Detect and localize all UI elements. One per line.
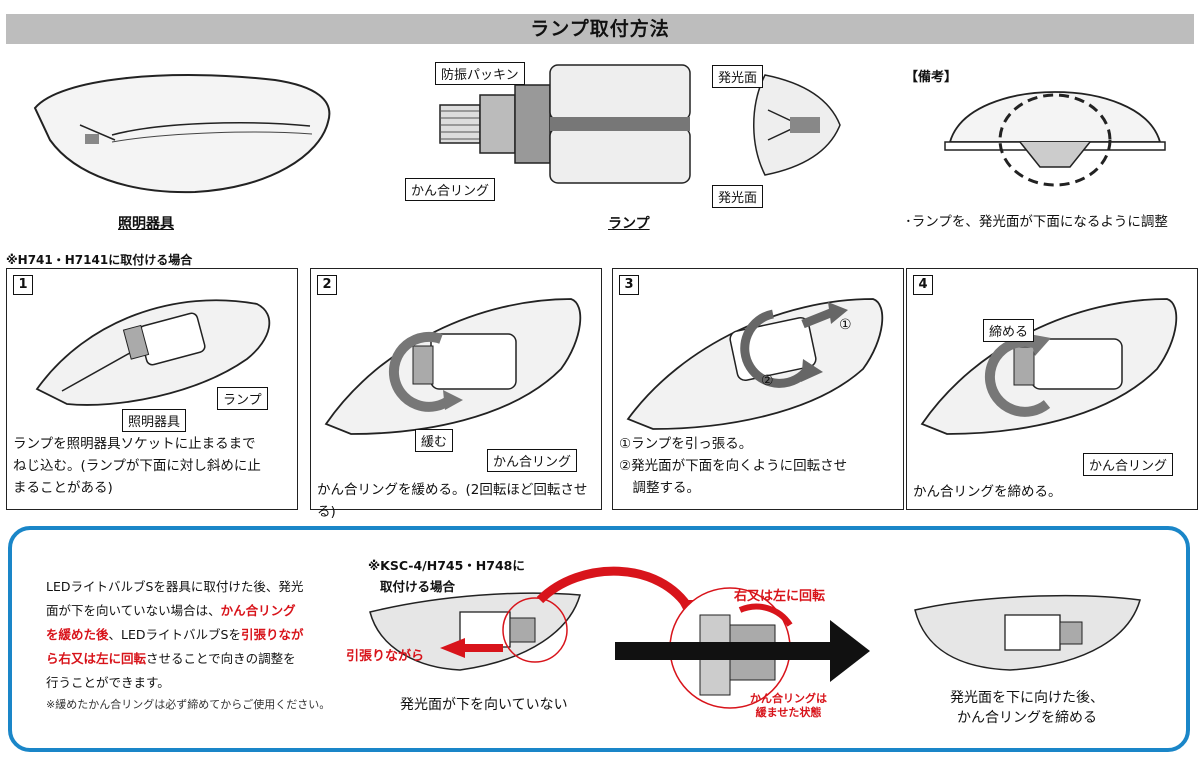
section-note: ※H741・H7141に取付ける場合 (6, 253, 193, 267)
para-line: 行うことができます。 (46, 675, 170, 690)
page-title: ランプ取付方法 (6, 14, 1194, 44)
step-number: 4 (913, 275, 933, 295)
step-1-lamp-label: ランプ (217, 387, 268, 410)
step-number: 3 (619, 275, 639, 295)
step-4-illustration (920, 298, 1178, 435)
remarks-text: ･ランプを、発光面が下面になるように調整 (905, 214, 1168, 230)
para-line: を緩めた後、LEDライトバルブSを引張りなが (46, 627, 304, 642)
remarks-illustration (944, 91, 1166, 187)
caption-right: 発光面を下に向けた後、 かん合リングを締める (950, 690, 1104, 726)
fixture-illustration (33, 74, 331, 194)
caption-left: 発光面が下を向いていない (400, 697, 568, 713)
step-4-panel: 4 締める かん合リング かん合リングを締める。 (906, 268, 1198, 510)
fixture-caption: 照明器具 (118, 216, 174, 232)
step-2-text-line: かん合リングを緩める。(2回転ほど回転させる) (317, 482, 588, 520)
lamp-caption: ランプ (608, 216, 650, 232)
para-line: LEDライトバルブSを器具に取付けた後、発光 (46, 579, 304, 594)
label-emit-bottom: 発光面 (712, 185, 764, 208)
ksc-note-1: ※KSC-4/H745・H748に (368, 558, 525, 573)
step-1-illustration (35, 299, 271, 406)
remarks-title: 【備考】 (905, 70, 958, 85)
step-1-text-line: ランプを照明器具ソケットに止まるまで (13, 436, 256, 452)
step-4-text-line: かん合リングを締める。 (913, 484, 1062, 500)
step-3-text-line: ②発光面が下面を向くように回転させ (619, 458, 848, 474)
step-1-text-line: まることがある) (13, 480, 113, 496)
step-3-illustration (626, 298, 884, 430)
ksc-note-2: 取付ける場合 (380, 579, 456, 594)
adjustment-note-box (8, 526, 1190, 752)
step-2-illustration (324, 298, 582, 435)
step-1-panel: 1 ランプ 照明器具 ランプを照明器具ソケットに止まるまで ねじ込む。(ランプが… (6, 268, 298, 510)
bottom-illustration (369, 566, 1141, 709)
pull-label: 引張りながら (346, 649, 425, 664)
rotate-label: 右又は左に回転 (734, 589, 826, 604)
loosened-label: かん合リングは 緩ませた状態 (750, 692, 827, 719)
label-packing: 防振パッキン (435, 62, 525, 85)
step-2-panel: 2 緩む かん合リング かん合リングを緩める。(2回転ほど回転させる) (310, 268, 602, 520)
step-1-text-line: ねじ込む。(ランプが下面に対し斜めに止 (13, 458, 261, 474)
para-line: 面が下を向いていない場合は、かん合リング (46, 603, 296, 618)
step-1-fixture-label: 照明器具 (122, 409, 187, 432)
footnote: ※緩めたかん合リングは必ず締めてからご使用ください。 (46, 698, 331, 711)
lamp-illustration (439, 64, 841, 184)
step-3-text-line: ①ランプを引っ張る。 (619, 436, 753, 452)
step-3-text-line: 調整する。 (619, 480, 700, 496)
step-4-tighten-label: 締める (983, 319, 1035, 342)
step-3-mark-2: ② (761, 373, 774, 389)
label-ring: かん合リング (405, 178, 496, 201)
step-4-ring-label: かん合リング (1083, 453, 1174, 476)
step-3-mark-1: ① (839, 317, 852, 333)
step-number: 2 (317, 275, 337, 295)
step-2-ring-label: かん合リング (487, 449, 578, 472)
label-emit-top: 発光面 (712, 65, 764, 88)
step-3-panel: 3 ① ② ①ランプを引っ張る。 ②発光面が下面を向くように回転させ 調整する。 (612, 268, 904, 510)
step-number: 1 (13, 275, 33, 295)
para-line: ら右又は左に回転させることで向きの調整を (46, 651, 296, 666)
step-2-loosen-label: 緩む (415, 429, 454, 452)
adjustment-paragraph: LEDライトバルブSを器具に取付けた後、発光 面が下を向いていない場合は、かん合… (46, 575, 303, 695)
